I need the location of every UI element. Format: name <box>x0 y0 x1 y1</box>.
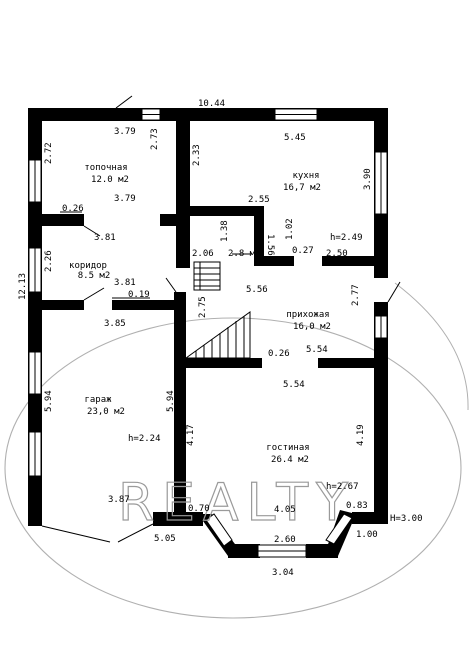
dim-stair-h: 1.38 <box>220 220 230 242</box>
wall-topoch-kitchen <box>176 108 190 268</box>
room-area-stair-small: 2.8 м2 <box>228 249 261 259</box>
dim-hall-left: 2.75 <box>198 296 208 318</box>
dim-stair-d: 1.56 <box>265 234 275 256</box>
dim-koridor-left: 2.26 <box>44 250 54 272</box>
door-garage-bottom <box>41 525 111 543</box>
dim-garage-right: 5.94 <box>166 390 176 412</box>
dim-kitchen-step: 2.50 <box>326 249 348 259</box>
room-area-kukhnya: 16,7 м2 <box>283 183 321 193</box>
dim-koridor-wall-thk: 0.19 <box>128 290 150 300</box>
wall-topoch-bottom <box>28 214 84 226</box>
dim-hall-right: 2.77 <box>351 284 361 306</box>
stairs-main <box>184 311 251 359</box>
dim-kitchen-top: 5.45 <box>284 133 306 143</box>
height-garage: h=2.24 <box>128 434 161 444</box>
door-top-entry <box>115 95 133 109</box>
dim-topoch-width: 3.79 <box>114 127 136 137</box>
dim-bay-side: 0.83 <box>346 501 368 511</box>
dim-hall-wall-thk: 0.26 <box>268 349 290 359</box>
door-hall <box>165 277 177 293</box>
dim-hall-bottom: 5.54 <box>306 345 328 355</box>
dim-bay-ext: 1.00 <box>356 530 378 540</box>
dim-kitchen-left: 2.33 <box>192 144 202 166</box>
wall-garage-bottom <box>28 512 42 526</box>
dim-garage-ext: 5.05 <box>154 534 176 544</box>
room-name-topochnaya: топочная <box>84 163 127 173</box>
dim-living-right: 4.19 <box>356 424 366 446</box>
room-name-gostinaya: гостиная <box>266 443 309 453</box>
wall-garage-right <box>174 292 186 516</box>
height-bay: Н=3.00 <box>390 514 423 524</box>
height-living: h=2.67 <box>326 482 359 492</box>
room-name-koridor: коридор <box>69 261 107 271</box>
dim-bay-outer: 3.04 <box>272 568 294 578</box>
dim-kitchen-bottom: 2.55 <box>248 195 270 205</box>
room-area-koridor: 8.5 м2 <box>78 271 111 281</box>
dim-living-left: 4.17 <box>186 424 196 446</box>
window-bay-left <box>205 513 233 547</box>
room-name-prikhozhaya: прихожая <box>286 310 329 320</box>
wall-top <box>28 108 388 121</box>
wall-topoch-bottom-right <box>160 214 190 226</box>
dim-stair-w: 2.06 <box>192 249 214 259</box>
stairs-small <box>193 261 221 291</box>
wall-right-lower <box>374 302 388 524</box>
watermark-text: REALTY <box>118 473 356 533</box>
room-name-kukhnya: кухня <box>292 171 319 181</box>
room-area-prikhozhaya: 16,0 м2 <box>293 322 331 332</box>
window-bay-right <box>325 513 353 545</box>
wall-living-bottom-right <box>352 512 388 524</box>
dim-koridor-top: 3.81 <box>94 233 116 243</box>
dim-living-door: 0.70 <box>188 504 210 514</box>
dim-topoch-wall-thk: 0.26 <box>62 204 84 214</box>
wall-koridor-bottom-right <box>112 300 176 310</box>
door-garage-bottom-2 <box>117 523 154 543</box>
dim-koridor-bottom: 3.81 <box>114 278 136 288</box>
dim-topoch-bottom: 3.79 <box>114 194 136 204</box>
door-topoch <box>83 225 101 237</box>
door-main <box>387 281 401 303</box>
room-area-garazh: 23,0 м2 <box>87 407 125 417</box>
room-name-garazh: гараж <box>84 395 112 405</box>
height-kitchen: h=2.49 <box>330 233 363 243</box>
bay-wall-bottom-left <box>228 544 260 558</box>
watermark-arc <box>394 282 469 411</box>
dim-garage-left: 5.94 <box>44 390 54 412</box>
wall-kitchen-bottom <box>254 256 294 266</box>
dim-garage-bottom: 3.87 <box>108 495 130 505</box>
dim-topoch-left: 2.72 <box>44 142 54 164</box>
dim-bay-inner: 2.60 <box>274 535 296 545</box>
wall-living-top-right <box>318 358 388 368</box>
dim-garage-top: 3.85 <box>104 319 126 329</box>
dim-left-total: 12.13 <box>18 273 28 300</box>
dim-topoch-wall: 2.73 <box>150 128 160 150</box>
dim-living-top: 5.54 <box>283 380 305 390</box>
wall-left <box>28 108 42 526</box>
wall-stair-top <box>190 206 262 216</box>
dim-kitchen-inner: 1.02 <box>285 218 295 240</box>
dim-top-total: 10.44 <box>198 99 225 109</box>
dim-kitchen-right: 3.90 <box>363 168 373 190</box>
wall-koridor-bottom <box>28 300 84 310</box>
wall-living-bottom-left <box>153 512 203 526</box>
dim-living-bottom: 4.05 <box>274 505 296 515</box>
wall-stair-right <box>254 206 264 266</box>
door-koridor <box>83 287 105 301</box>
room-area-gostinaya: 26.4 м2 <box>271 455 309 465</box>
wall-living-top-left <box>186 358 262 368</box>
room-area-topochnaya: 12.0 м2 <box>91 175 129 185</box>
wall-kitchen-bottom-right <box>322 256 388 266</box>
watermark-ring <box>4 317 462 619</box>
wall-koridor-right-stub <box>176 256 190 268</box>
dim-hall-width: 5.56 <box>246 285 268 295</box>
dim-kitchen-wall-thk: 0.27 <box>292 246 314 256</box>
